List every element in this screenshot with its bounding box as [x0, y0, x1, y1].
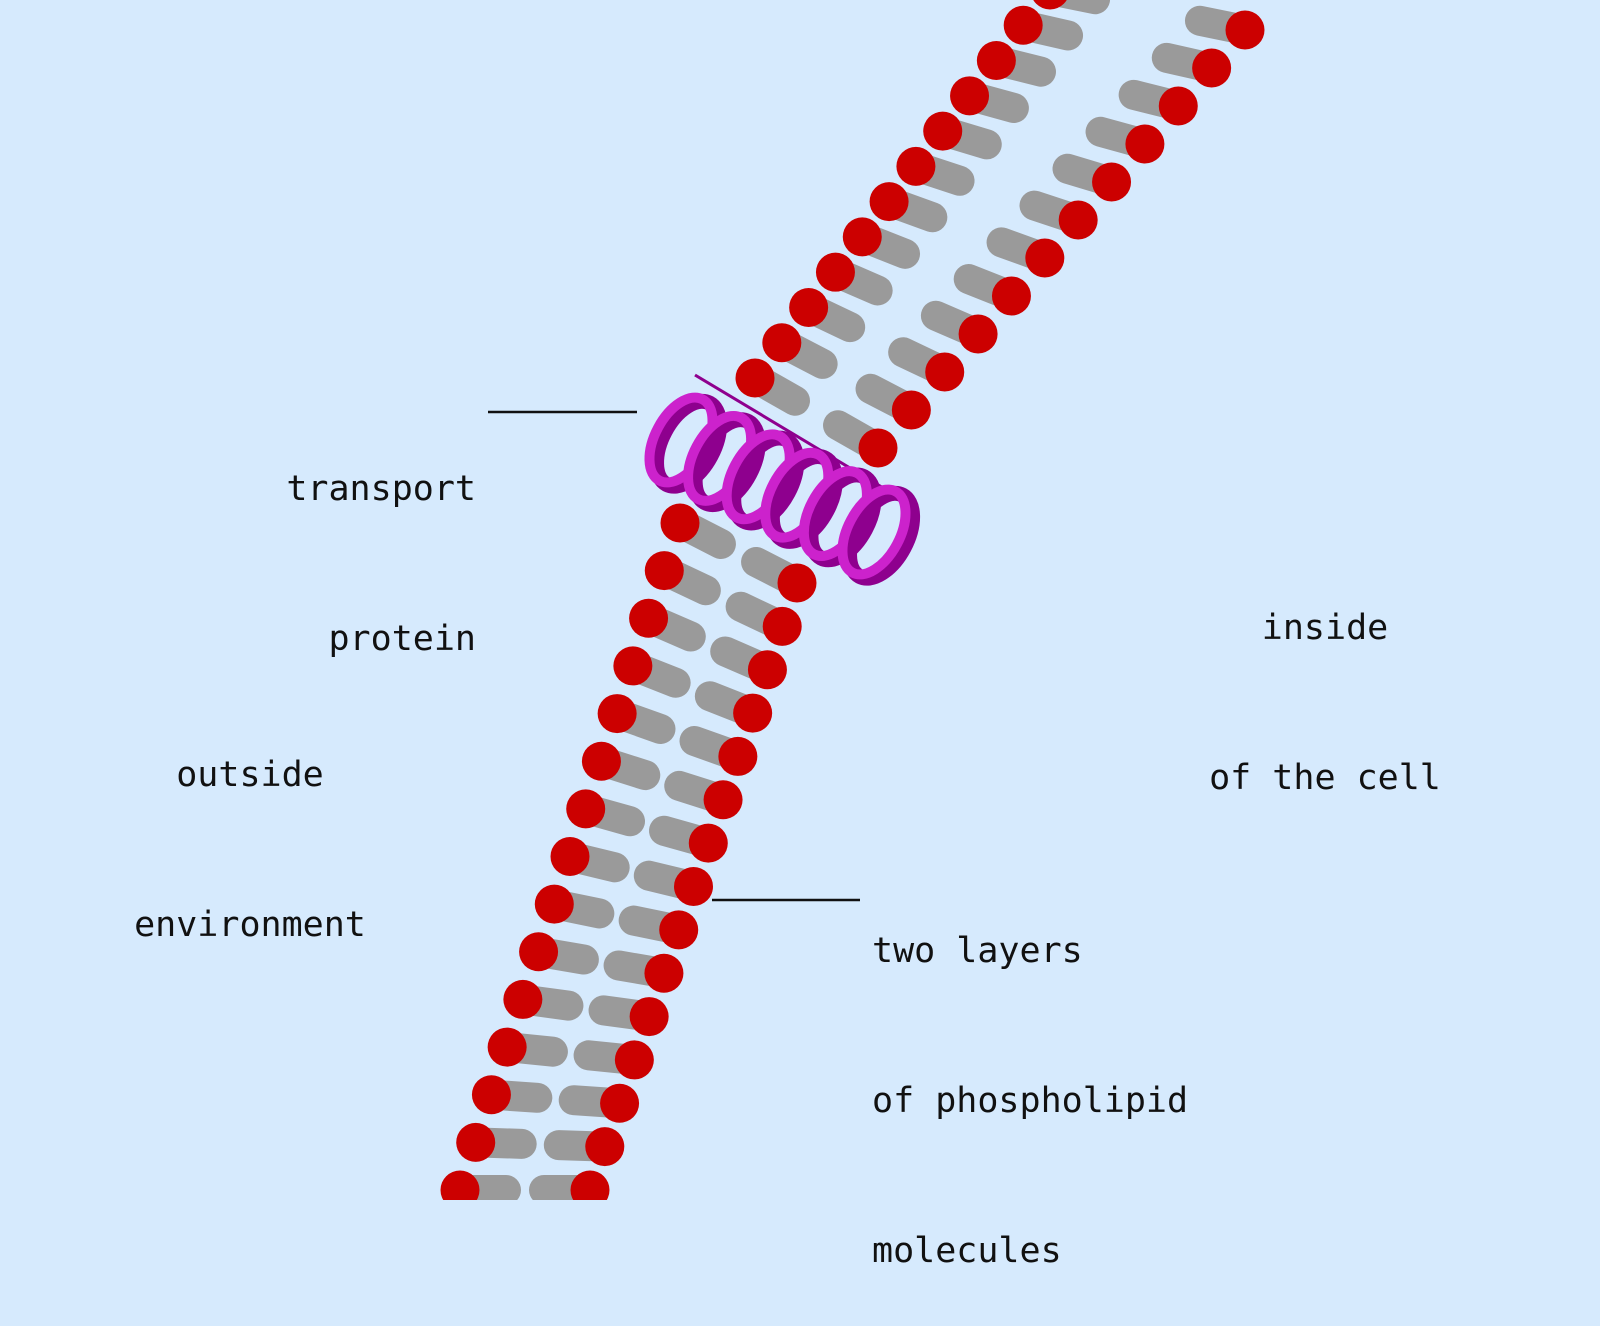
phospholipid-head — [1158, 86, 1198, 126]
phospholipid-head — [1033, 0, 1067, 10]
phospholipid-head — [581, 741, 621, 781]
phospholipid-head — [1125, 124, 1165, 164]
phospholipid-head — [644, 953, 684, 993]
phospholipid-head — [614, 1040, 654, 1080]
phospholipid-head — [570, 1170, 610, 1200]
phospholipid-head — [440, 1170, 480, 1200]
phospholipid-head — [1192, 48, 1232, 88]
phospholipid-head — [842, 217, 882, 257]
phospholipid-head — [688, 823, 728, 863]
phospholipid-head — [777, 563, 817, 603]
phospholipid-head — [896, 146, 936, 186]
phospholipid-head — [923, 111, 963, 151]
phospholipid-head — [1003, 5, 1043, 45]
phospholipid-label: two layers of phospholipid molecules — [872, 931, 1189, 1271]
phospholipid-head — [613, 646, 653, 686]
phospholipid-head — [991, 276, 1031, 316]
phospholipid-head — [629, 598, 669, 638]
phospholipid-head — [815, 252, 855, 292]
phospholipid-head — [503, 979, 543, 1019]
phospholipid-head — [1058, 200, 1098, 240]
phospholipid-head — [600, 1083, 640, 1123]
phospholipid-head — [644, 551, 684, 591]
phospholipid-head — [597, 694, 637, 734]
phospholipid-head — [976, 41, 1016, 81]
cell-membrane-diagram — [440, 0, 1265, 1200]
phospholipid-head — [762, 323, 802, 363]
phospholipid-head — [789, 287, 829, 327]
phospholipid-head — [747, 650, 787, 690]
phospholipid-head — [733, 693, 773, 733]
phospholipid-head — [585, 1127, 625, 1167]
phospholipid-head — [950, 76, 990, 116]
phospholipid-head — [659, 910, 699, 950]
phospholipid-head — [519, 932, 559, 972]
phospholipid-head — [471, 1075, 511, 1115]
phospholipid-head — [534, 884, 574, 924]
phospholipid-head — [958, 314, 998, 354]
phospholipid-head — [858, 428, 898, 468]
helix-turn — [837, 484, 921, 586]
phospholipid-head — [660, 503, 700, 543]
phospholipid-head — [925, 352, 965, 392]
outside-environment-label: outside environment — [134, 755, 366, 945]
phospholipid-head — [718, 736, 758, 776]
phospholipid-head — [674, 867, 713, 906]
phospholipid-head — [891, 390, 931, 430]
lower-membrane-bilayer — [440, 503, 817, 1200]
phospholipid-head — [703, 780, 743, 820]
phospholipid-head — [487, 1027, 527, 1067]
phospholipid-head — [1025, 238, 1065, 278]
phospholipid-head — [869, 182, 909, 222]
phospholipid-head — [1092, 162, 1132, 202]
upper-membrane-bilayer — [735, 0, 1265, 468]
inside-of-cell-label: inside of the cell — [1209, 608, 1441, 798]
phospholipid-head — [1225, 10, 1265, 50]
phospholipid-head — [762, 606, 802, 646]
phospholipid-head — [566, 789, 606, 829]
phospholipid-head — [550, 837, 590, 876]
transport-protein-helix — [644, 373, 921, 586]
helix-turn-front — [837, 484, 911, 580]
phospholipid-head — [735, 358, 775, 398]
phospholipid-head — [629, 997, 669, 1037]
transport-protein-label: transport protein — [286, 469, 476, 659]
phospholipid-head — [456, 1122, 496, 1162]
